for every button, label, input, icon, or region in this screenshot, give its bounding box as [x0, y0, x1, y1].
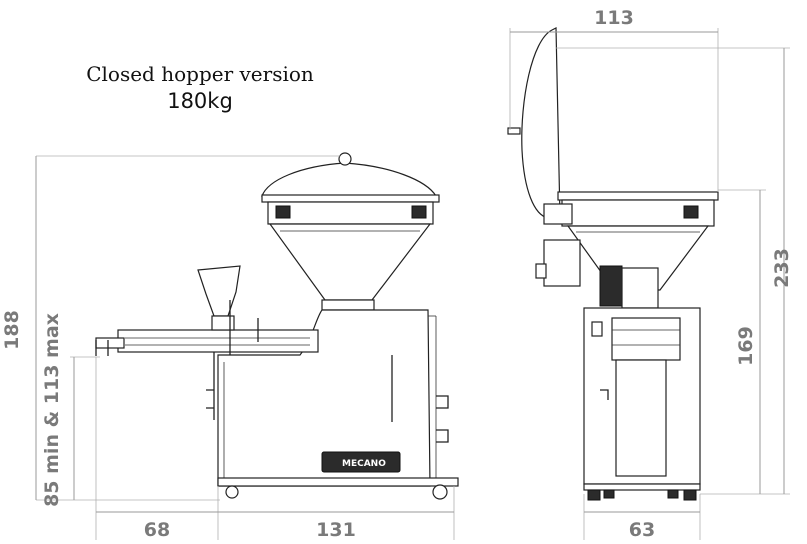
front-motor-block — [621, 267, 659, 309]
side-lid-knob — [338, 152, 352, 166]
front-side-lever — [600, 389, 609, 400]
dim-side-table-height: 85 min & 113 max — [41, 313, 63, 507]
title-block: Closed hopper version 180kg — [60, 62, 340, 114]
brand-plate — [321, 451, 401, 473]
dim-front-base-width: 63 — [629, 519, 655, 541]
brand-logo-text: MECANO — [342, 459, 386, 469]
side-handle-lower — [436, 429, 449, 443]
front-side-motor — [543, 239, 581, 287]
front-wheel-1 — [587, 489, 601, 501]
front-base — [583, 483, 701, 491]
dim-side-total-height: 188 — [1, 310, 23, 350]
front-mechanism — [611, 317, 681, 361]
side-wheel-left — [225, 485, 239, 499]
weight-label: 180kg — [167, 89, 233, 113]
side-rim-clamp-left — [275, 205, 291, 219]
side-dispenser — [197, 265, 241, 317]
front-wheel-3 — [667, 489, 679, 499]
front-lid-handle — [507, 127, 521, 135]
side-wheel-right — [432, 484, 448, 500]
front-wheel-4 — [683, 489, 697, 501]
side-base-frame — [217, 477, 459, 487]
version-title: Closed hopper version — [86, 62, 314, 86]
side-dispenser-base — [211, 315, 235, 331]
side-conveyor-nose — [95, 337, 125, 349]
front-rim-clamp — [683, 205, 699, 219]
dimension-labels: 188 85 min & 113 max 68 131 113 233 169 … — [1, 7, 793, 541]
front-wheel-2 — [603, 489, 615, 499]
side-conveyor — [117, 329, 319, 353]
side-handle-upper — [436, 395, 449, 409]
dimension-lines — [35, 28, 790, 540]
front-control-switch — [591, 321, 603, 337]
front-view-machine — [507, 27, 719, 501]
front-open-lid — [521, 27, 561, 219]
front-lid-rim — [557, 191, 719, 201]
side-lid-rim — [261, 194, 440, 203]
side-rim-clamp-right — [411, 205, 427, 219]
dim-side-front-length: 68 — [144, 519, 170, 541]
front-door-panel — [615, 359, 667, 477]
side-hopper-cone — [268, 223, 432, 301]
dim-side-body-length: 131 — [316, 519, 356, 541]
dim-front-open-height: 233 — [771, 248, 793, 288]
front-gearbox — [599, 265, 623, 307]
side-hopper-lid — [261, 162, 438, 197]
front-hinge — [543, 203, 573, 225]
side-view-machine: MECANO — [95, 152, 459, 500]
side-hopper-rim — [267, 201, 434, 225]
dim-front-closed-height: 169 — [735, 326, 757, 366]
side-hopper-neck — [321, 299, 375, 311]
dim-front-top-width: 113 — [594, 7, 634, 29]
